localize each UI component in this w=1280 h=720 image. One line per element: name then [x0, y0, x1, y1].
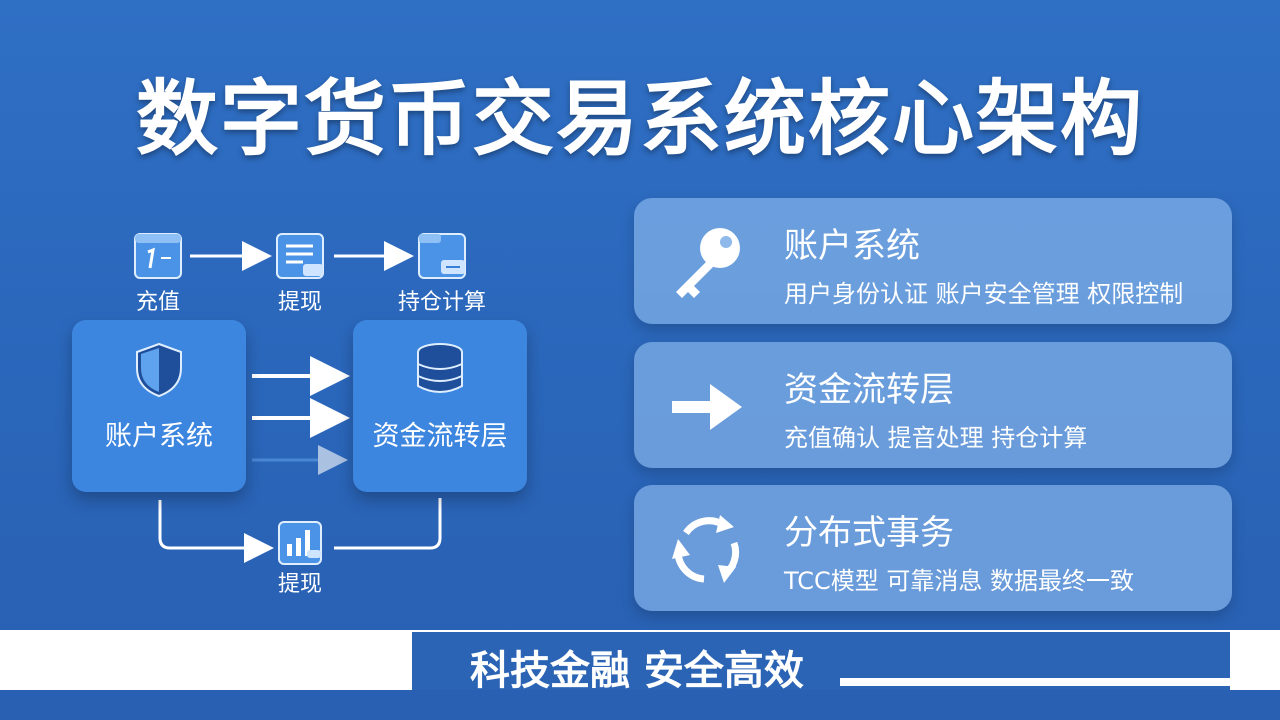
flow-step-position-calc: 持仓计算: [382, 230, 502, 316]
box-label: 账户系统: [105, 421, 213, 452]
shield-icon: [129, 340, 189, 400]
bar-chart-icon: [277, 520, 323, 566]
card-description: 充值确认 提音处理 持仓计算: [784, 424, 1088, 452]
card-title: 账户系统: [784, 226, 920, 266]
key-icon: [664, 220, 750, 306]
card-description: 用户身份认证 账户安全管理 权限控制: [784, 280, 1184, 308]
flow-step-withdraw: 提现: [240, 230, 360, 316]
slogan-text: 科技金融 安全高效: [470, 648, 804, 694]
cycle-arrows-icon: [664, 507, 750, 593]
card-title: 分布式事务: [784, 513, 954, 553]
path-withdraw-to-funds: [334, 498, 442, 550]
flow-step-label: 提现: [277, 290, 322, 315]
path-account-to-withdraw: [158, 500, 274, 563]
folder-icon: [415, 230, 469, 284]
flow-step-deposit: 充值: [98, 230, 218, 316]
card-description: TCC模型 可靠消息 数据最终一致: [784, 567, 1135, 595]
slogan-underline: [840, 678, 1230, 686]
document-icon: [131, 230, 185, 284]
funds-flow-box: 资金流转层: [353, 320, 527, 492]
box-label: 资金流转层: [372, 421, 508, 452]
flow-step-withdraw-bottom: 提现: [240, 520, 360, 598]
arrow-right-icon: [664, 364, 750, 450]
flow-step-label: 持仓计算: [397, 290, 486, 315]
database-icon: [410, 340, 470, 400]
page-title: 数字货币交易系统核心架构: [135, 72, 1144, 167]
flow-step-label: 充值: [135, 290, 180, 315]
card-funds-flow: 资金流转层 充值确认 提音处理 持仓计算: [634, 342, 1232, 468]
card-distributed-transaction: 分布式事务 TCC模型 可靠消息 数据最终一致: [634, 485, 1232, 611]
form-icon: [273, 230, 327, 284]
card-title: 资金流转层: [784, 370, 954, 410]
card-account-system: 账户系统 用户身份认证 账户安全管理 权限控制: [634, 198, 1232, 324]
account-system-box: 账户系统: [72, 320, 246, 492]
flow-step-label: 提现: [277, 572, 322, 597]
